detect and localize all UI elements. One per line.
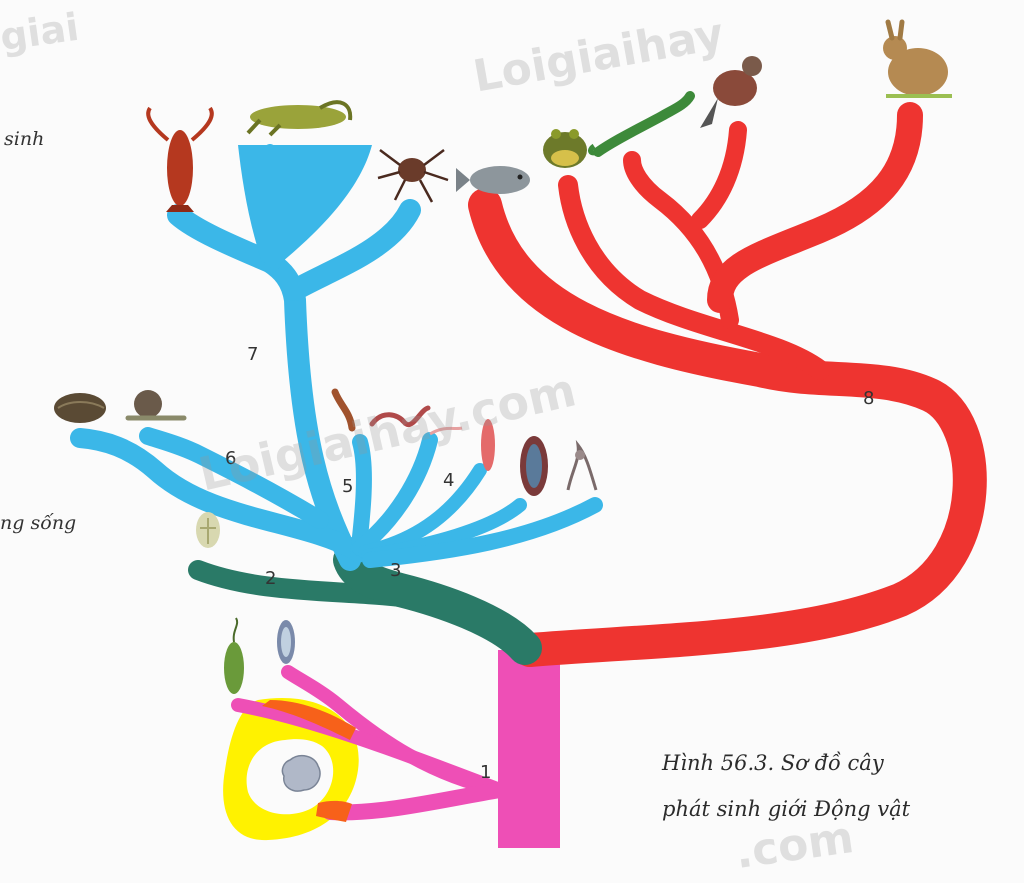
roundworm-icon — [429, 426, 463, 436]
margin-text-top: sinh — [4, 128, 45, 150]
branch-number-8: 8 — [863, 388, 874, 409]
branch-number-2: 2 — [265, 568, 276, 589]
centipede-icon — [331, 388, 356, 432]
lizard-icon — [588, 91, 695, 157]
jellyfish-icon — [520, 436, 548, 496]
paramecium-icon — [277, 620, 295, 664]
mussel-icon — [54, 393, 106, 423]
margin-text-mid: ng sống — [0, 512, 77, 534]
arthropod-funnel — [238, 145, 372, 262]
amoeba-icon — [281, 754, 321, 792]
coral-icon — [566, 439, 598, 491]
pigeon-icon — [700, 56, 762, 128]
highlight-overlap-upper — [262, 700, 356, 740]
snail-icon — [125, 390, 187, 421]
branch-number-5: 5 — [342, 476, 353, 497]
caption-line-2: phát sinh giới Động vật — [662, 797, 911, 821]
cnidaria-branch — [188, 543, 542, 665]
fish-icon — [456, 166, 530, 194]
protozoa-branches — [231, 665, 508, 821]
branch-number-1: 1 — [480, 762, 491, 783]
spider-icon — [377, 149, 449, 203]
frog-icon — [543, 129, 587, 168]
flatworm-icon — [481, 419, 495, 471]
crayfish-icon — [146, 106, 214, 212]
branch-number-7: 7 — [247, 344, 258, 365]
rabbit-icon — [883, 19, 952, 98]
vertebrate-branch — [468, 102, 987, 667]
earthworm-icon — [369, 405, 431, 427]
grasshopper-icon — [246, 100, 353, 137]
figure-caption: Hình 56.3. Sơ đồ cây phát sinh giới Động… — [662, 740, 1002, 832]
euglena-icon — [224, 617, 244, 694]
sponge-icon — [196, 512, 220, 548]
branch-number-3: 3 — [390, 560, 401, 581]
invertebrate-branch — [70, 144, 603, 571]
branch-number-4: 4 — [443, 470, 454, 491]
caption-line-1: Hình 56.3. Sơ đồ cây — [662, 751, 884, 775]
pink-trunk — [498, 650, 560, 848]
branch-number-6: 6 — [225, 448, 236, 469]
highlight-overlap-lower — [316, 800, 352, 822]
